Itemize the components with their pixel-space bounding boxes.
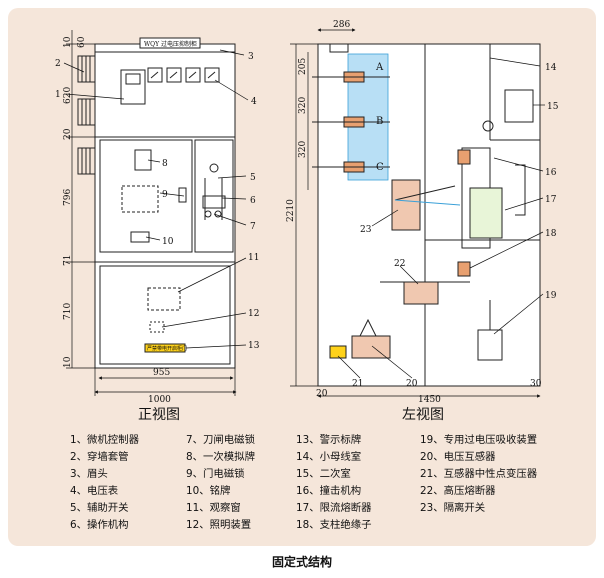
legend-col-1: 1、微机控制器 2、穿墙套管 3、眉头 4、电压表 5、辅助开关 6、操作机构 — [70, 432, 139, 534]
front-callout-5: 5 — [250, 173, 256, 183]
legend-item: 18、支柱绝缘子 — [296, 519, 372, 531]
front-name-plate: WQY 过电压抑制柜 — [144, 40, 197, 48]
legend-col-4: 19、专用过电压吸收装置 20、电压互感器 21、互感器中性点变压器 22、高压… — [420, 432, 537, 517]
side-callout-19: 19 — [545, 291, 557, 301]
legend-item: 5、辅助开关 — [70, 502, 129, 514]
side-callout-22: 22 — [394, 259, 405, 269]
dim-71: 71 — [63, 255, 73, 266]
front-callout-3: 3 — [248, 52, 254, 62]
front-view — [77, 37, 236, 369]
front-callout-2: 2 — [55, 59, 61, 69]
legend-item: 4、电压表 — [70, 485, 119, 497]
side-callout-18: 18 — [545, 229, 557, 239]
side-view-title: 左视图 — [402, 407, 444, 423]
dim-20: 20 — [63, 128, 73, 140]
side-view — [312, 43, 541, 387]
legend-item: 19、专用过电压吸收装置 — [420, 434, 538, 446]
side-callout-16: 16 — [545, 168, 557, 178]
front-callout-10: 10 — [162, 237, 174, 247]
dim-620: 620 — [63, 87, 73, 104]
front-callout-12: 12 — [248, 309, 259, 319]
front-callout-1: 1 — [55, 90, 61, 100]
dim-320a: 320 — [298, 97, 308, 114]
front-callout-leaders — [63, 49, 249, 349]
legend-item: 13、警示标牌 — [296, 434, 362, 446]
legend-item: 20、电压互感器 — [420, 451, 496, 463]
side-view-dimensions — [290, 28, 541, 398]
legend-item: 22、高压熔断器 — [420, 485, 496, 497]
legend-item: 23、隔离开关 — [420, 502, 486, 514]
side-callout-21: 21 — [352, 379, 363, 389]
legend-item: 1、微机控制器 — [70, 434, 139, 446]
front-view-dimensions — [66, 30, 237, 396]
side-callout-17: 17 — [545, 195, 557, 205]
legend-item: 12、照明装置 — [186, 519, 252, 531]
dim-top-10: 10 — [63, 36, 73, 48]
side-callout-23: 23 — [360, 225, 372, 235]
phase-a: A — [375, 62, 384, 73]
dim-top-60: 60 — [77, 36, 87, 48]
dim-20-bottom: 20 — [316, 389, 328, 399]
dim-286: 286 — [333, 20, 350, 30]
legend-item: 7、刀闸电磁锁 — [186, 434, 255, 446]
front-callout-8: 8 — [162, 159, 168, 169]
dim-955: 955 — [153, 368, 170, 378]
front-callout-6: 6 — [250, 196, 256, 206]
front-view-title: 正视图 — [138, 407, 180, 423]
dim-205: 205 — [298, 58, 308, 75]
legend-item: 21、互感器中性点变压器 — [420, 468, 538, 480]
dim-10-bottom: 10 — [63, 356, 73, 368]
legend-col-2: 7、刀闸电磁锁 8、一次模拟牌 9、门电磁锁 10、铭牌 11、观察窗 12、照… — [186, 432, 255, 534]
dim-1000: 1000 — [148, 395, 171, 405]
phase-c: C — [376, 162, 384, 173]
legend-item: 16、撞击机构 — [296, 485, 362, 497]
dim-2210: 2210 — [286, 199, 296, 222]
legend-item: 17、限流熔断器 — [296, 502, 372, 514]
legend-item: 10、铭牌 — [186, 485, 231, 497]
side-callout-leaders — [337, 57, 545, 379]
dim-796: 796 — [63, 189, 73, 206]
dim-710: 710 — [63, 303, 73, 320]
side-callout-15: 15 — [547, 102, 559, 112]
legend-item: 3、眉头 — [70, 468, 108, 480]
front-callout-9: 9 — [162, 190, 168, 200]
figure-caption: 固定式结构 — [271, 555, 332, 569]
phase-b: B — [376, 116, 383, 127]
side-callout-20: 20 — [406, 379, 418, 389]
legend-item: 14、小母线室 — [296, 451, 362, 463]
legend-col-3: 13、警示标牌 14、小母线室 15、二次室 16、撞击机构 17、限流熔断器 … — [296, 432, 372, 534]
front-callout-4: 4 — [251, 97, 257, 107]
legend-item: 15、二次室 — [296, 468, 351, 480]
legend-item: 9、门电磁锁 — [186, 468, 245, 480]
legend-item: 8、一次模拟牌 — [186, 451, 255, 463]
legend-item: 11、观察窗 — [186, 502, 241, 514]
dim-320b: 320 — [298, 141, 308, 158]
front-callout-13: 13 — [248, 341, 260, 351]
side-callout-14: 14 — [545, 63, 557, 73]
dim-1450: 1450 — [418, 395, 441, 405]
front-callout-7: 7 — [250, 222, 256, 232]
front-callout-11: 11 — [248, 253, 259, 263]
legend-item: 6、操作机构 — [70, 519, 129, 531]
front-sign-text: 严禁带电开启柜门 — [147, 345, 187, 352]
dim-30-bottom: 30 — [530, 379, 542, 389]
legend-item: 2、穿墙套管 — [70, 451, 129, 463]
